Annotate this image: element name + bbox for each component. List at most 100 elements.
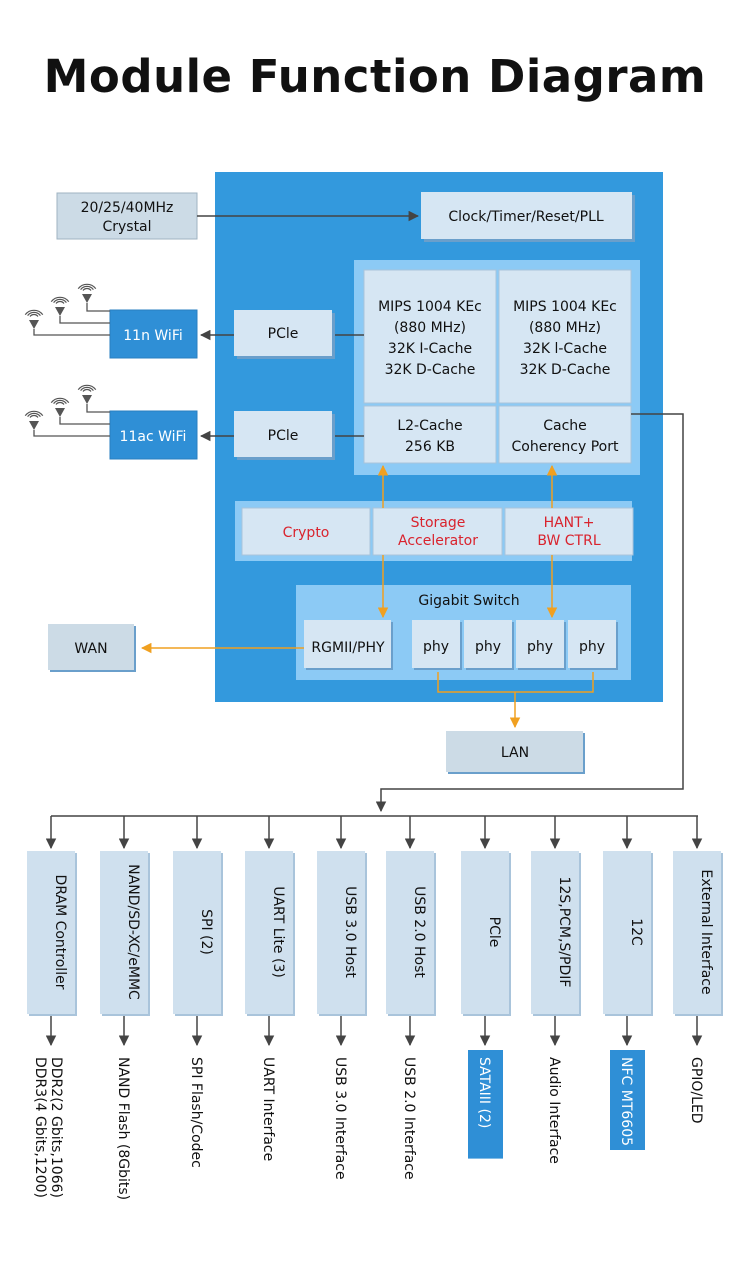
antenna-group-2 (24, 384, 110, 437)
peripheral-output-label: GPIO/LED (688, 1057, 704, 1124)
phy-block: phy (568, 620, 618, 670)
pcie-block-2: PCle (234, 411, 335, 460)
cache-coherency-block: Cache Coherency Port (498, 405, 632, 464)
peripheral-output-label: DDR2(2 Gbits,1066) (48, 1057, 64, 1198)
storage-label-1: Storage (411, 515, 466, 531)
crypto-label: Crypto (283, 525, 330, 541)
peripheral-column: SPI (2) SPI Flash/Codec (173, 816, 223, 1168)
antenna-icon (77, 384, 110, 413)
hant-label-1: HANT+ (544, 515, 595, 531)
cpu1-icache: 32K I-Cache (388, 341, 472, 357)
peripheral-column: UART Lite (3) UART Interface (245, 816, 295, 1161)
phy-label: phy (579, 639, 605, 655)
crypto-block: Crypto (241, 507, 371, 556)
phy-label: phy (475, 639, 501, 655)
peripheral-block-label: NAND/SD-XC/eMMC (125, 864, 141, 1000)
cpu2-name: MIPS 1004 KEc (513, 299, 617, 315)
cpu1-freq: (880 MHz) (394, 320, 466, 336)
wifi-11ac-block: 11ac WiFi (109, 410, 198, 460)
peripheral-output-label: NAND Flash (8Gbits) (115, 1057, 131, 1200)
peripheral-block (245, 851, 293, 1014)
peripheral-block (603, 851, 651, 1014)
rgmii-label: RGMII/PHY (311, 640, 385, 656)
peripheral-block-label: USB 2.0 Host (411, 886, 427, 978)
peripheral-block-label: 12C (628, 918, 644, 946)
peripheral-block (386, 851, 434, 1014)
storage-accelerator-block: Storage Accelerator (372, 507, 503, 556)
peripheral-output-label: USB 2.0 Interface (401, 1057, 417, 1180)
peripheral-output-label: USB 3.0 Interface (332, 1057, 348, 1180)
wan-block: WAN (48, 624, 136, 672)
cpu2-dcache: 32K D-Cache (520, 362, 611, 378)
peripheral-output-label: SPI Flash/Codec (188, 1057, 204, 1168)
peripheral-block (27, 851, 75, 1014)
antenna-icon (24, 309, 110, 336)
antenna-icon (77, 283, 110, 312)
peripheral-output-label: DDR3(4 Gbits,1200) (32, 1057, 48, 1198)
cpu1-dcache: 32K D-Cache (385, 362, 476, 378)
peripheral-output-label: UART Interface (260, 1057, 276, 1161)
antenna-icon (24, 410, 110, 437)
l2-label-2: 256 KB (405, 439, 455, 455)
peripheral-column: NAND/SD-XC/eMMC NAND Flash (8Gbits) (100, 816, 150, 1200)
cpu2-icache: 32K l-Cache (523, 341, 607, 357)
gigabit-switch-title: Gigabit Switch (418, 593, 519, 609)
peripheral-block-label: PCle (486, 917, 502, 948)
peripheral-block (100, 851, 148, 1014)
cpu-core-2: MIPS 1004 KEc (880 MHz) 32K l-Cache 32K … (498, 269, 632, 404)
peripheral-block-label: USB 3.0 Host (342, 886, 358, 978)
antenna-icon (50, 296, 110, 324)
pcie-block-1: PCle (234, 310, 335, 359)
peripheral-block (173, 851, 221, 1014)
cpu1-name: MIPS 1004 KEc (378, 299, 482, 315)
output-highlight-box (468, 1050, 503, 1159)
hant-label-2: BW CTRL (537, 533, 600, 549)
wifi-11ac-label: 11ac WiFi (120, 429, 187, 445)
lan-label: LAN (501, 745, 529, 761)
peripheral-output-label: SATAIII (2) (476, 1057, 492, 1128)
crystal-label-1: 20/25/40MHz (81, 200, 174, 216)
clock-block: Clock/Timer/Reset/PLL (421, 192, 635, 242)
rgmii-block: RGMII/PHY (304, 620, 393, 670)
peripheral-block-label: External Interface (698, 869, 714, 994)
antenna-group-1 (24, 283, 110, 336)
peripheral-block-label: 12S,PCM,S/PDIF (556, 877, 572, 988)
output-highlight-box (610, 1050, 645, 1150)
pcie-1-label: PCle (268, 326, 299, 342)
wifi-11n-label: 11n WiFi (123, 328, 183, 344)
page-title: Module Function Diagram (43, 50, 707, 103)
phy-label: phy (527, 639, 553, 655)
wifi-11n-block: 11n WiFi (109, 309, 198, 359)
peripheral-block (673, 851, 721, 1014)
l2-label-1: L2-Cache (397, 418, 462, 434)
crystal-block: 20/25/40MHz Crystal (56, 192, 198, 240)
peripheral-block-label: DRAM Controller (52, 875, 68, 990)
l2-cache-block: L2-Cache 256 KB (363, 405, 497, 464)
ccp-label-2: Coherency Port (512, 439, 619, 455)
cpu2-freq: (880 MHz) (529, 320, 601, 336)
storage-label-2: Accelerator (398, 533, 478, 549)
phy-label: phy (423, 639, 449, 655)
antenna-icon (50, 397, 110, 425)
wan-label: WAN (74, 641, 107, 657)
system-bus-connector (375, 413, 684, 813)
peripheral-block (531, 851, 579, 1014)
peripheral-column: 12C NFC MT6605 (603, 816, 653, 1150)
peripheral-block-label: SPI (2) (198, 909, 214, 955)
peripheral-block (461, 851, 509, 1014)
peripheral-block-label: UART Lite (3) (270, 886, 286, 978)
clock-label: Clock/Timer/Reset/PLL (448, 209, 604, 225)
ccp-label-1: Cache (543, 418, 587, 434)
hant-block: HANT+ BW CTRL (504, 507, 634, 556)
pcie-2-label: PCle (268, 428, 299, 444)
crystal-label-2: Crystal (102, 219, 151, 235)
peripheral-block (317, 851, 365, 1014)
peripheral-output-label: NFC MT6605 (618, 1057, 634, 1146)
